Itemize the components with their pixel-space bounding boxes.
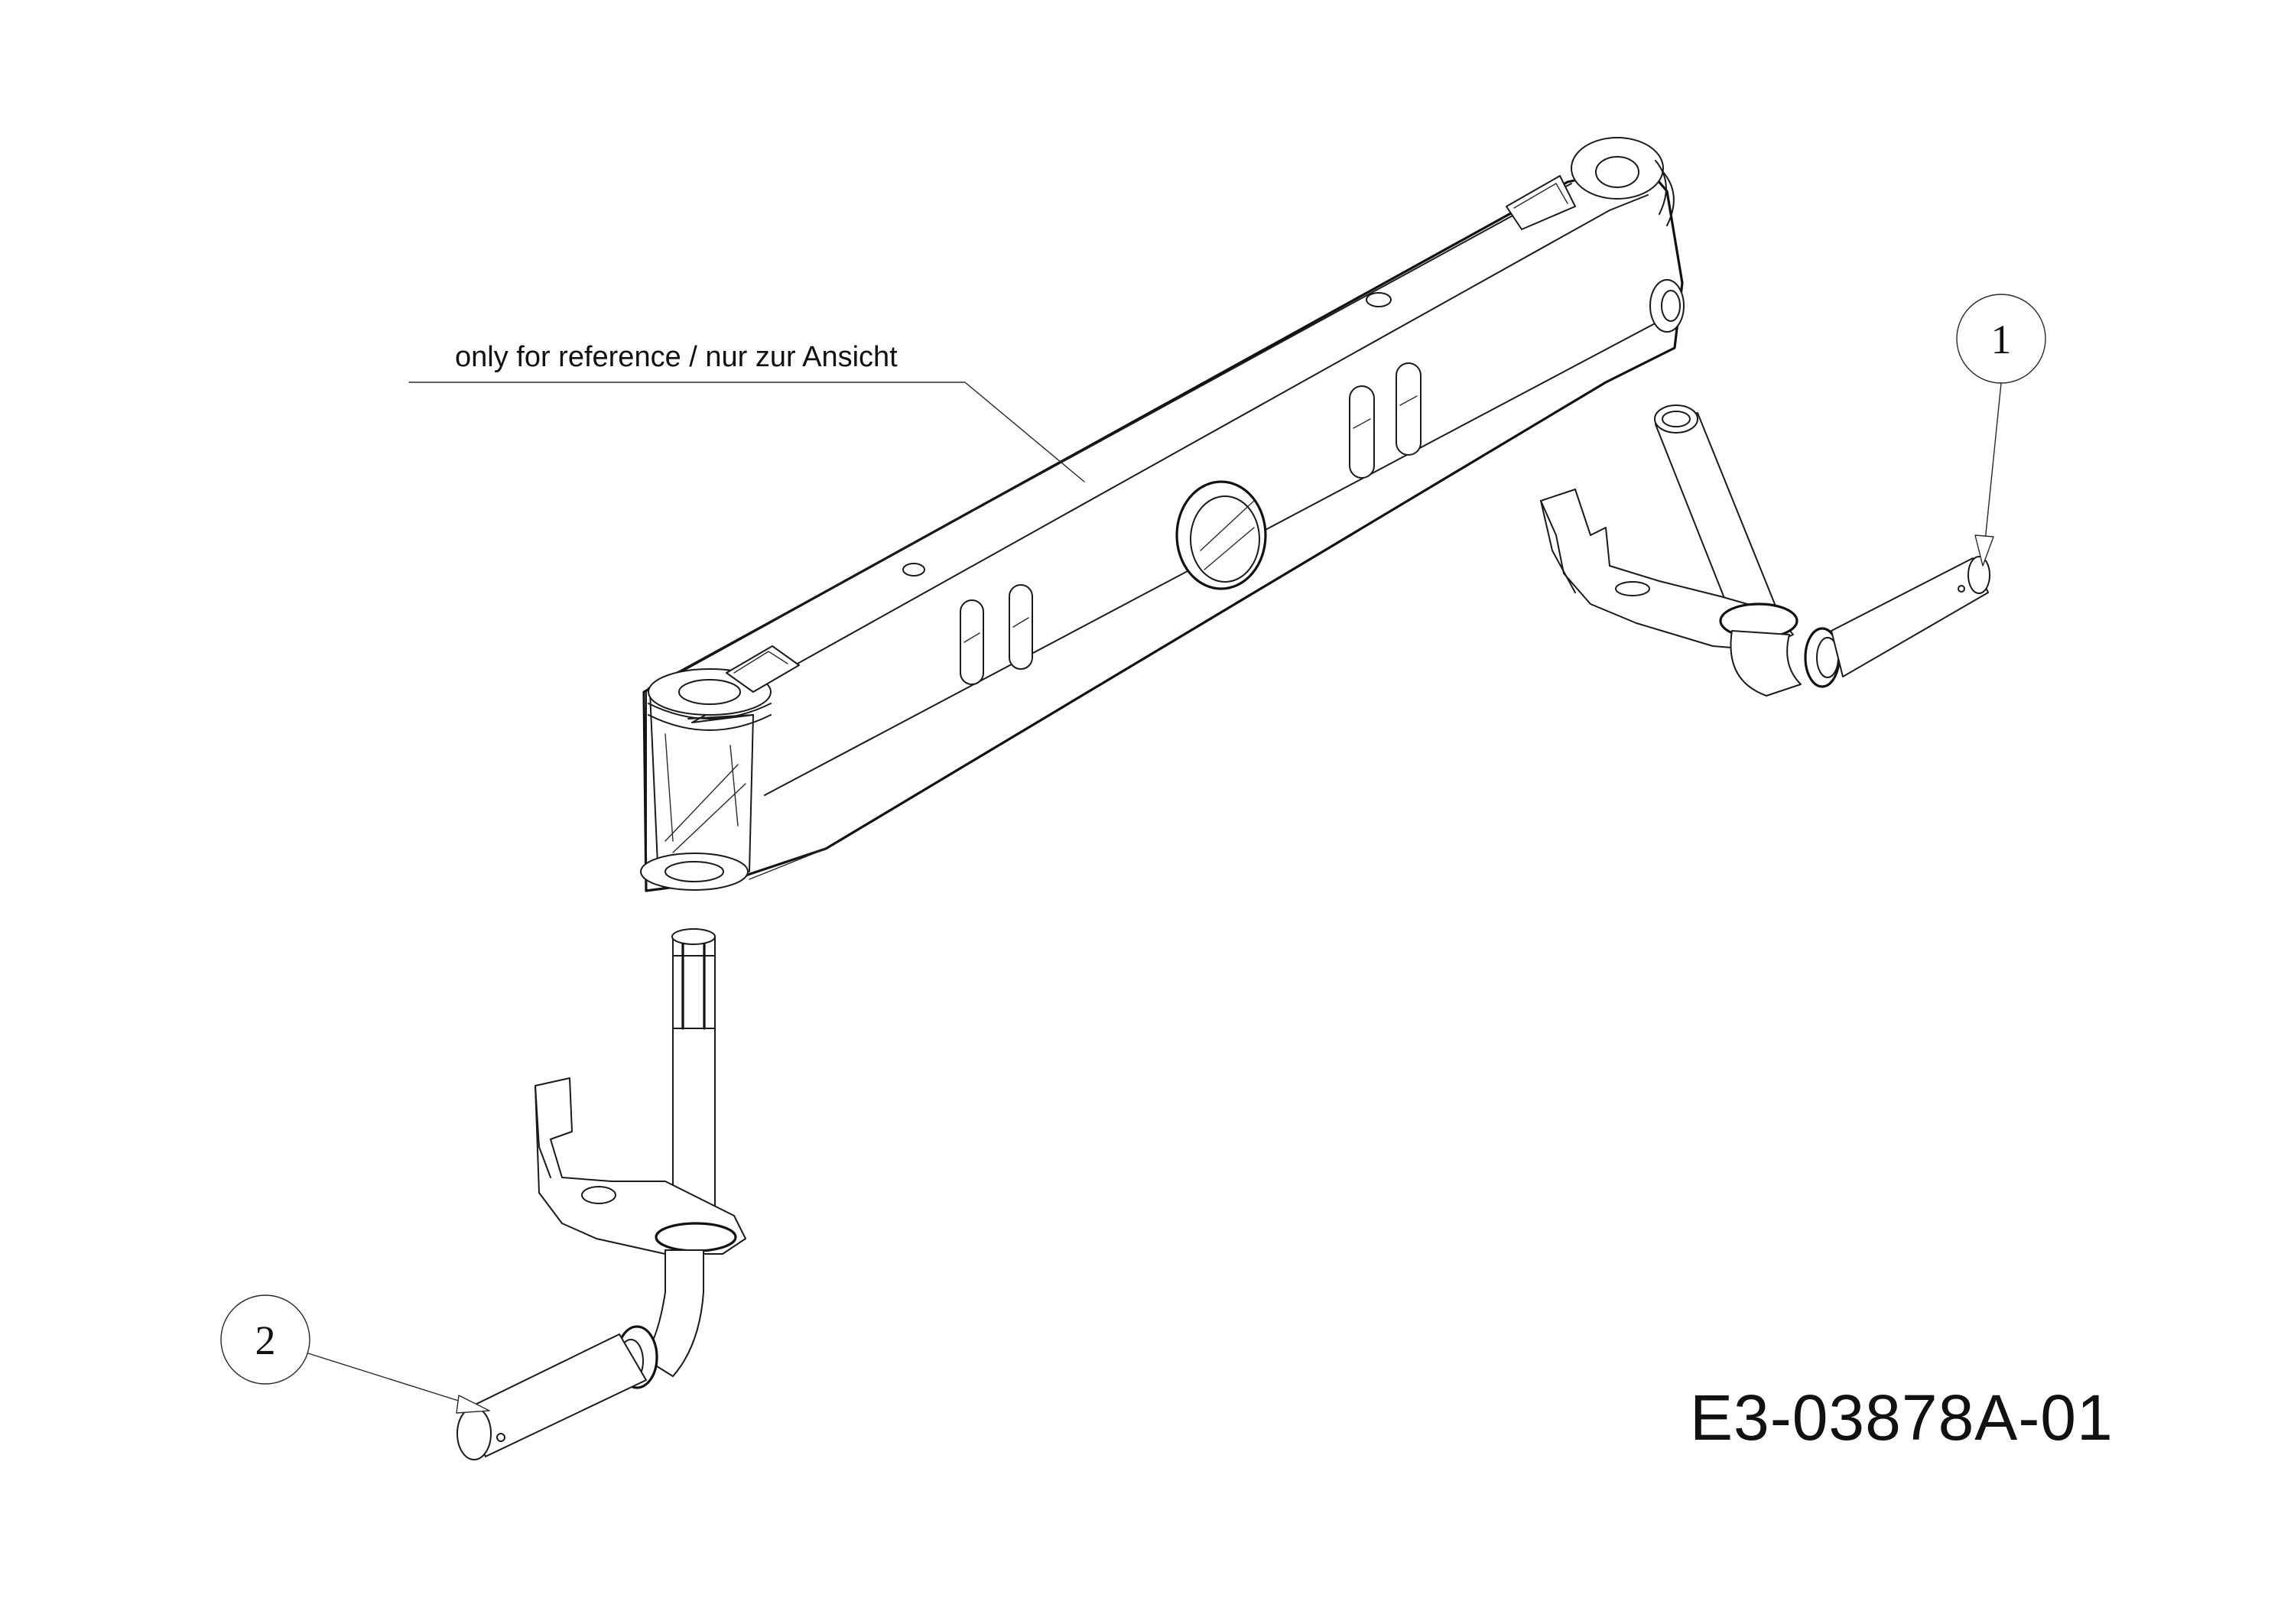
callout-1-number: 1 — [1991, 317, 2012, 362]
callout-2-circle — [220, 1294, 310, 1385]
callout-1-leader — [1984, 382, 2002, 550]
callout-2-number: 2 — [255, 1317, 276, 1363]
spindle-part-2 — [457, 928, 746, 1460]
callout-1-arrowhead — [1974, 534, 1994, 567]
reference-leader-line — [408, 382, 1085, 482]
axle-beam — [640, 137, 1685, 892]
reference-note: only for reference / nur zur Ansicht — [455, 341, 898, 373]
spindle-part-1 — [1540, 404, 1990, 697]
callout-2-arrowhead — [456, 1395, 490, 1414]
callout-2: 2 — [220, 1294, 490, 1414]
callout-1: 1 — [1956, 294, 2046, 567]
drawing-number: E3-03878A-01 — [1690, 1382, 2114, 1453]
callout-2-leader — [307, 1353, 479, 1408]
